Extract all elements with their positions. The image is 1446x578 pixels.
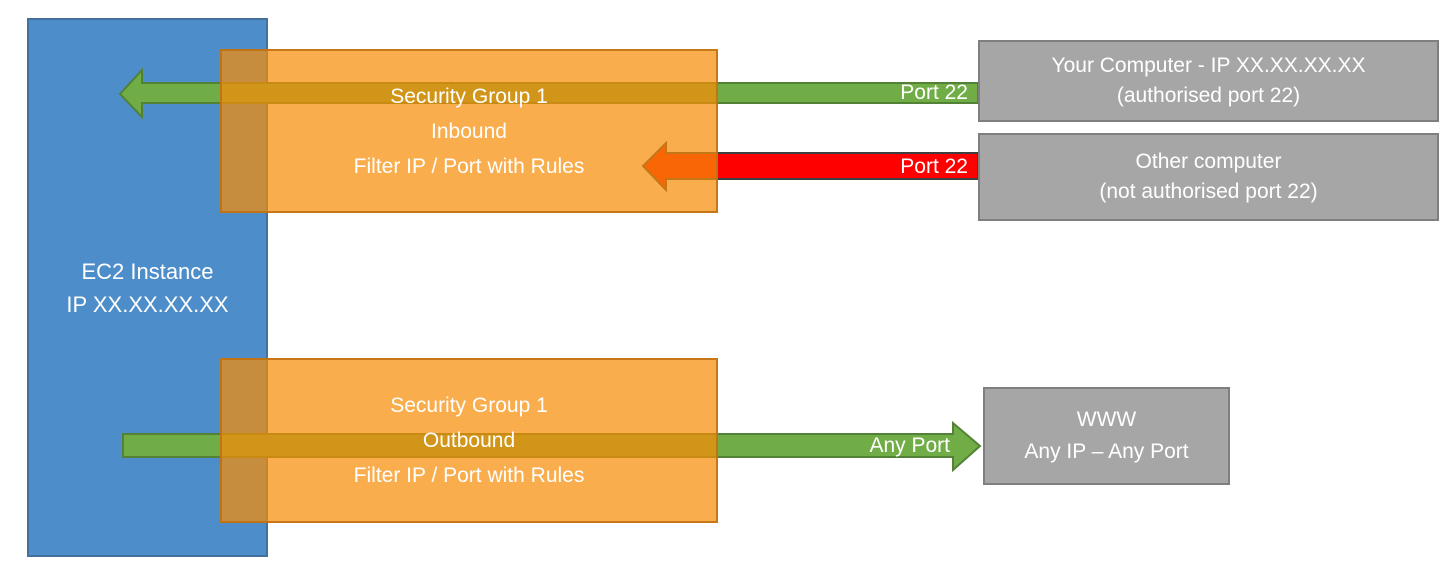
other-computer-label: Other computer — [1135, 150, 1282, 173]
sg-inbound-rule: Filter IP / Port with Rules — [353, 154, 585, 178]
your-computer-box: Your Computer - IP XX.XX.XX.XX (authoris… — [978, 40, 1439, 122]
security-group-outbound-box: Security Group 1 Outbound Filter IP / Po… — [220, 358, 718, 523]
sg-outbound-rule: Filter IP / Port with Rules — [353, 464, 585, 487]
your-computer-label: Your Computer - IP XX.XX.XX.XX — [1051, 54, 1366, 77]
ec2-instance-ip: IP XX.XX.XX.XX — [66, 291, 229, 317]
other-computer-note: (not authorised port 22) — [1099, 180, 1318, 203]
security-group-inbound-box: Security Group 1 Inbound Filter IP / Por… — [220, 49, 718, 213]
sg-outbound-direction: Outbound — [422, 429, 516, 452]
www-box: WWW Any IP – Any Port — [983, 387, 1230, 485]
your-computer-note: (authorised port 22) — [1116, 84, 1301, 107]
inbound-blocked-port-label: Port 22 — [900, 155, 968, 178]
other-computer-box: Other computer (not authorised port 22) — [978, 133, 1439, 221]
sg-outbound-title: Security Group 1 — [390, 394, 548, 417]
sg-inbound-title: Security Group 1 — [390, 84, 548, 108]
outbound-port-label: Any Port — [869, 434, 950, 457]
inbound-allowed-port-label: Port 22 — [900, 81, 968, 104]
sg-inbound-direction: Inbound — [431, 119, 507, 143]
www-label: WWW — [1076, 408, 1137, 431]
www-note: Any IP – Any Port — [1024, 440, 1189, 463]
ec2-instance-label: EC2 Instance — [81, 258, 214, 284]
